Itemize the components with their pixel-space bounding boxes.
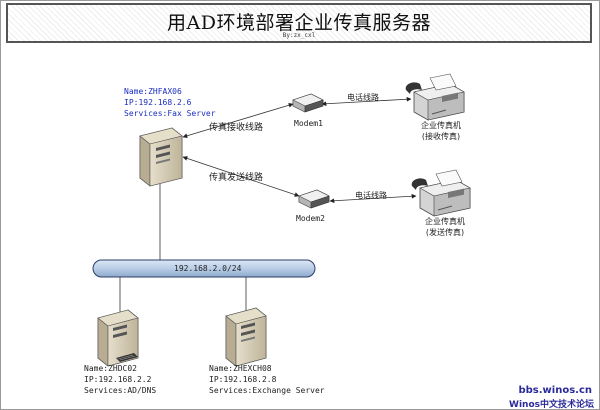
modem2-icon bbox=[298, 189, 330, 209]
phone-line-1 bbox=[321, 96, 412, 107]
fax-machine-send-icon bbox=[411, 169, 471, 217]
exchange-server-ip: IP:192.168.2.8 bbox=[209, 375, 277, 384]
exchange-server-name: Name:ZHEXCH08 bbox=[209, 364, 272, 373]
fax-receive-name: 企业传真机 bbox=[421, 121, 461, 130]
connector-lines bbox=[119, 96, 417, 316]
fax-send-name: 企业传真机 bbox=[425, 217, 465, 226]
page-title: 用AD环境部署企业传真服务器 bbox=[167, 12, 431, 34]
watermark-forum: Winos中文技术论坛 bbox=[509, 400, 594, 410]
fax-server-ip: IP:192.168.2.6 bbox=[124, 98, 192, 107]
phone-line-2-label: 电话线路 bbox=[355, 191, 387, 200]
dc-server-name: Name:ZHDC02 bbox=[84, 364, 137, 373]
receive-line-label: 传真接收线路 bbox=[209, 123, 264, 133]
exchange-server-icon bbox=[225, 307, 267, 367]
modem1-icon bbox=[292, 93, 324, 113]
network-bus bbox=[92, 259, 316, 278]
dc-server-ip: IP:192.168.2.2 bbox=[84, 375, 152, 384]
dc-server-services: Services:AD/DNS bbox=[84, 386, 157, 395]
fax-server-services: Services:Fax Server bbox=[124, 109, 216, 118]
send-line-label: 传真发送线路 bbox=[209, 173, 264, 183]
phone-line-2 bbox=[329, 193, 417, 204]
watermark-site: bbs.winos.cn bbox=[518, 385, 592, 396]
author-credit: By:zx_cxl bbox=[282, 32, 316, 39]
receive-line bbox=[182, 102, 294, 139]
phone-line-1-label: 电话线路 bbox=[347, 93, 379, 102]
send-line bbox=[182, 156, 300, 197]
modem2-label: Modem2 bbox=[296, 214, 325, 223]
title-banner: 用AD环境部署企业传真服务器 By:zx_cxl bbox=[6, 3, 592, 43]
fax-server-icon bbox=[139, 127, 183, 187]
subnet-label: 192.168.2.0/24 bbox=[174, 264, 242, 273]
fax-machine-receive-icon bbox=[405, 73, 465, 121]
fax-receive-role: (接收传真) bbox=[421, 132, 461, 141]
fax-server-name: Name:ZHFAX06 bbox=[124, 87, 182, 96]
exchange-server-services: Services:Exchange Server bbox=[209, 386, 325, 395]
dc-server-icon bbox=[97, 309, 139, 367]
modem1-label: Modem1 bbox=[294, 119, 323, 128]
fax-send-role: (发送传真) bbox=[425, 228, 465, 237]
